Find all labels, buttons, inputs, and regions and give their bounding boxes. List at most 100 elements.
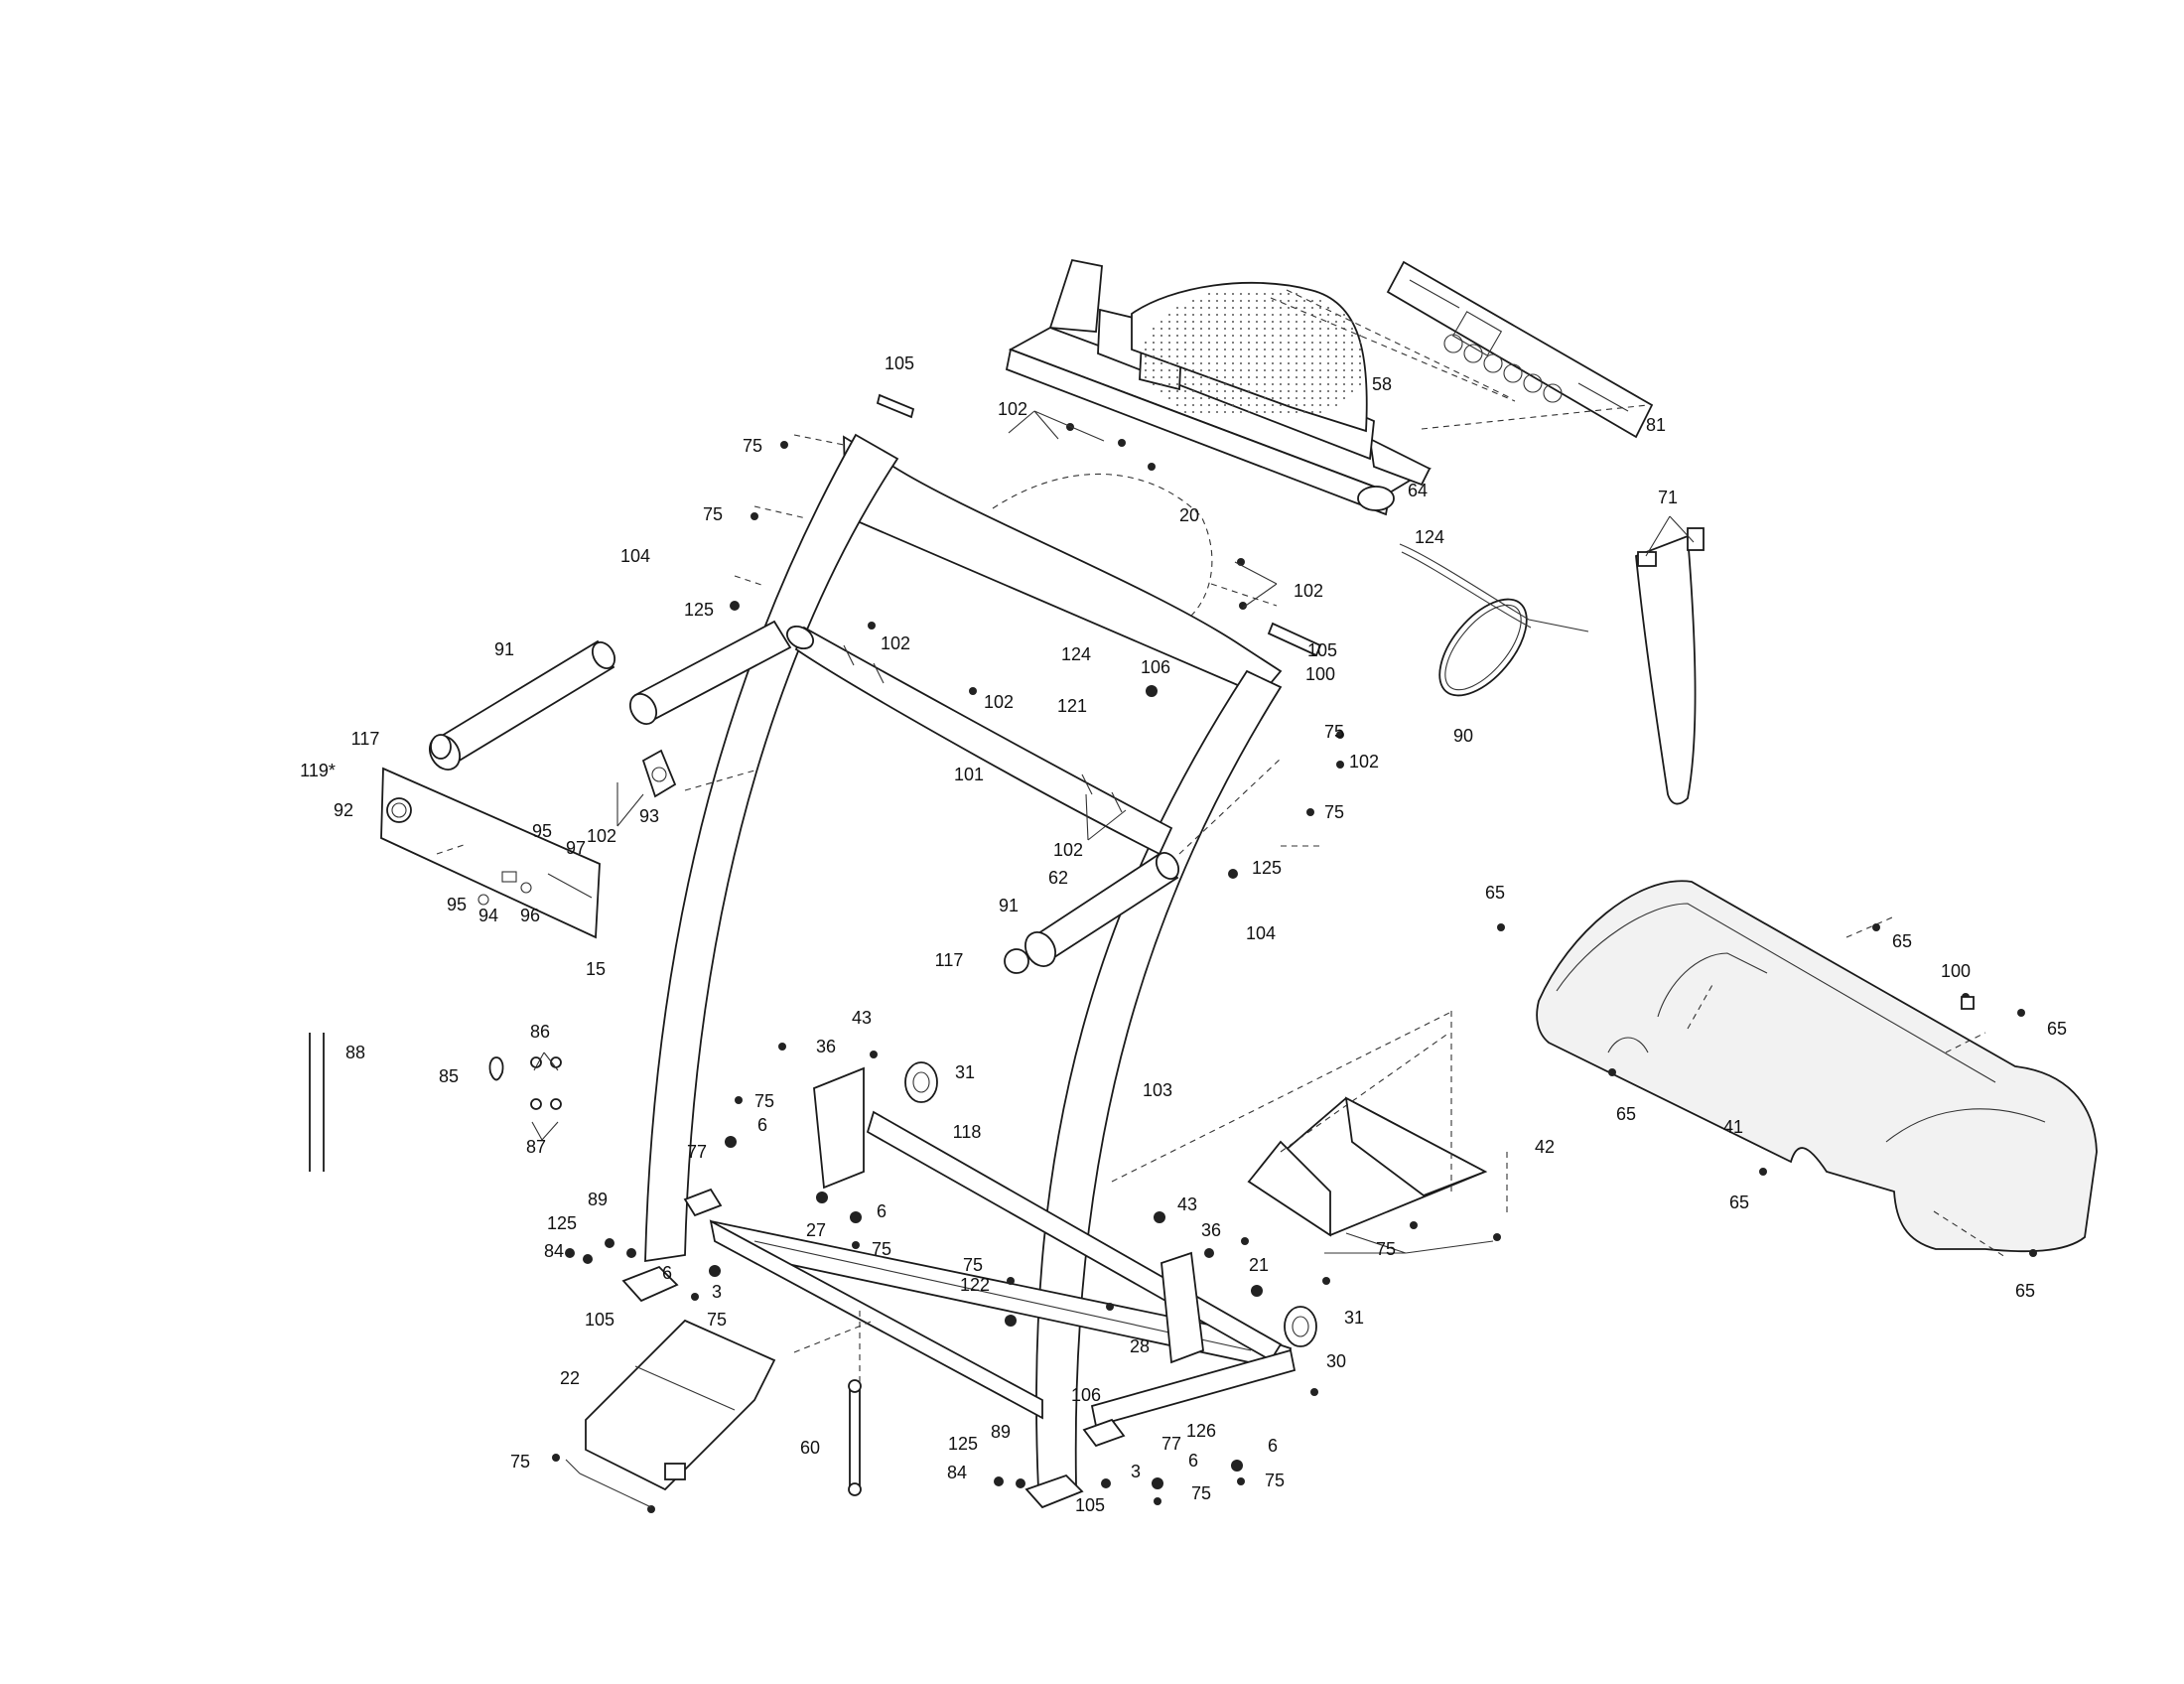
pan-dot bbox=[1168, 328, 1170, 330]
bracket-93 bbox=[641, 749, 677, 798]
pan-dot bbox=[1264, 335, 1266, 337]
hood-strap-71 bbox=[1635, 527, 1705, 805]
part-label: 102 bbox=[881, 633, 910, 653]
base-frame bbox=[709, 1066, 1297, 1428]
pan-dot bbox=[1200, 390, 1202, 392]
pan-dot bbox=[1359, 362, 1361, 364]
pan-dot bbox=[1359, 349, 1361, 351]
pan-dot bbox=[1168, 383, 1170, 385]
pan-dot bbox=[1272, 390, 1274, 392]
pan-dot bbox=[1248, 293, 1250, 295]
pan-dot bbox=[1311, 349, 1313, 351]
pan-dot bbox=[1176, 307, 1178, 309]
pan-dot bbox=[1296, 404, 1297, 406]
part-label: 75 bbox=[1324, 722, 1344, 742]
pan-dot bbox=[1311, 300, 1313, 302]
pan-dot bbox=[1343, 397, 1345, 399]
pan-dot bbox=[1296, 349, 1297, 351]
pan-dot bbox=[1192, 369, 1194, 371]
pan-dot bbox=[1160, 321, 1162, 323]
pan-dot bbox=[1248, 390, 1250, 392]
pan-dot bbox=[1176, 404, 1178, 406]
pan-dot bbox=[1192, 362, 1194, 364]
pan-dot bbox=[1351, 362, 1353, 364]
pan-dot bbox=[1248, 342, 1250, 344]
pan-dot bbox=[1280, 362, 1282, 364]
pan-dot bbox=[1248, 321, 1250, 323]
pan-dot bbox=[1153, 342, 1155, 344]
pan-dot bbox=[1216, 321, 1218, 323]
part-label: 6 bbox=[1268, 1436, 1278, 1456]
pan-dot bbox=[1280, 397, 1282, 399]
pan-dot bbox=[1160, 342, 1162, 344]
pan-dot bbox=[1184, 376, 1186, 378]
pan-dot bbox=[1288, 314, 1290, 316]
pan-dot bbox=[1184, 335, 1186, 337]
pan-dot bbox=[1256, 369, 1258, 371]
pan-dot bbox=[1208, 293, 1210, 295]
pan-dot bbox=[1335, 321, 1337, 323]
pan-dot bbox=[1256, 362, 1258, 364]
pan-dot bbox=[1192, 355, 1194, 357]
part-label: 124 bbox=[1415, 527, 1444, 547]
pan-dot bbox=[1224, 300, 1226, 302]
part-label: 95 bbox=[532, 821, 552, 841]
pan-dot bbox=[1184, 328, 1186, 330]
pan-dot bbox=[1176, 314, 1178, 316]
pan-dot bbox=[1232, 397, 1234, 399]
pan-dot bbox=[1256, 342, 1258, 344]
pan-dot bbox=[1216, 335, 1218, 337]
pan-dot bbox=[1184, 383, 1186, 385]
pan-dot bbox=[1200, 404, 1202, 406]
pan-dot bbox=[1208, 342, 1210, 344]
front-shield-22 bbox=[585, 1319, 776, 1491]
part-label: 96 bbox=[520, 906, 540, 925]
pan-dot bbox=[1288, 362, 1290, 364]
pan-dot bbox=[1303, 397, 1305, 399]
part-label: 117 bbox=[935, 950, 964, 970]
part-label: 41 bbox=[1723, 1117, 1743, 1137]
pan-dot bbox=[1319, 314, 1321, 316]
part-label: 87 bbox=[526, 1137, 546, 1157]
pan-dot bbox=[1176, 342, 1178, 344]
part-label: 75 bbox=[1376, 1239, 1396, 1259]
pan-dot bbox=[1319, 390, 1321, 392]
pan-dot bbox=[1280, 321, 1282, 323]
pan-dot bbox=[1240, 293, 1242, 295]
part-label: 104 bbox=[620, 546, 650, 566]
pan-dot bbox=[1311, 383, 1313, 385]
part-label: 60 bbox=[800, 1438, 820, 1458]
pan-dot bbox=[1327, 314, 1329, 316]
pan-dot bbox=[1256, 390, 1258, 392]
pan-dot bbox=[1216, 300, 1218, 302]
part-label: 3 bbox=[1131, 1462, 1141, 1481]
pan-dot bbox=[1224, 307, 1226, 309]
pan-dot bbox=[1176, 355, 1178, 357]
pads-105-77 bbox=[621, 393, 1975, 1509]
part-label: 106 bbox=[1071, 1385, 1101, 1405]
pan-dot bbox=[1359, 335, 1361, 337]
part-label: 15 bbox=[586, 959, 606, 979]
part-label: 89 bbox=[588, 1190, 608, 1209]
pan-dot bbox=[1296, 376, 1297, 378]
pan-dot bbox=[1224, 411, 1226, 413]
pan-dot bbox=[1232, 383, 1234, 385]
pan-dot bbox=[1160, 328, 1162, 330]
pan-dot bbox=[1264, 397, 1266, 399]
pan-dot bbox=[1248, 404, 1250, 406]
pan-dot bbox=[1153, 349, 1155, 351]
pan-dot bbox=[1272, 404, 1274, 406]
pan-dot bbox=[1216, 362, 1218, 364]
pan-dot bbox=[1184, 362, 1186, 364]
pan-dot bbox=[1168, 390, 1170, 392]
part-label: 77 bbox=[687, 1142, 707, 1162]
pan-dot bbox=[1192, 342, 1194, 344]
pan-dot bbox=[1288, 383, 1290, 385]
pulse-bar-119 bbox=[380, 767, 601, 939]
pan-dot bbox=[1343, 342, 1345, 344]
pan-dot bbox=[1296, 355, 1297, 357]
pan-dot bbox=[1256, 314, 1258, 316]
part-label: 105 bbox=[1307, 640, 1337, 660]
pan-dot bbox=[1343, 335, 1345, 337]
pan-dot bbox=[1288, 404, 1290, 406]
